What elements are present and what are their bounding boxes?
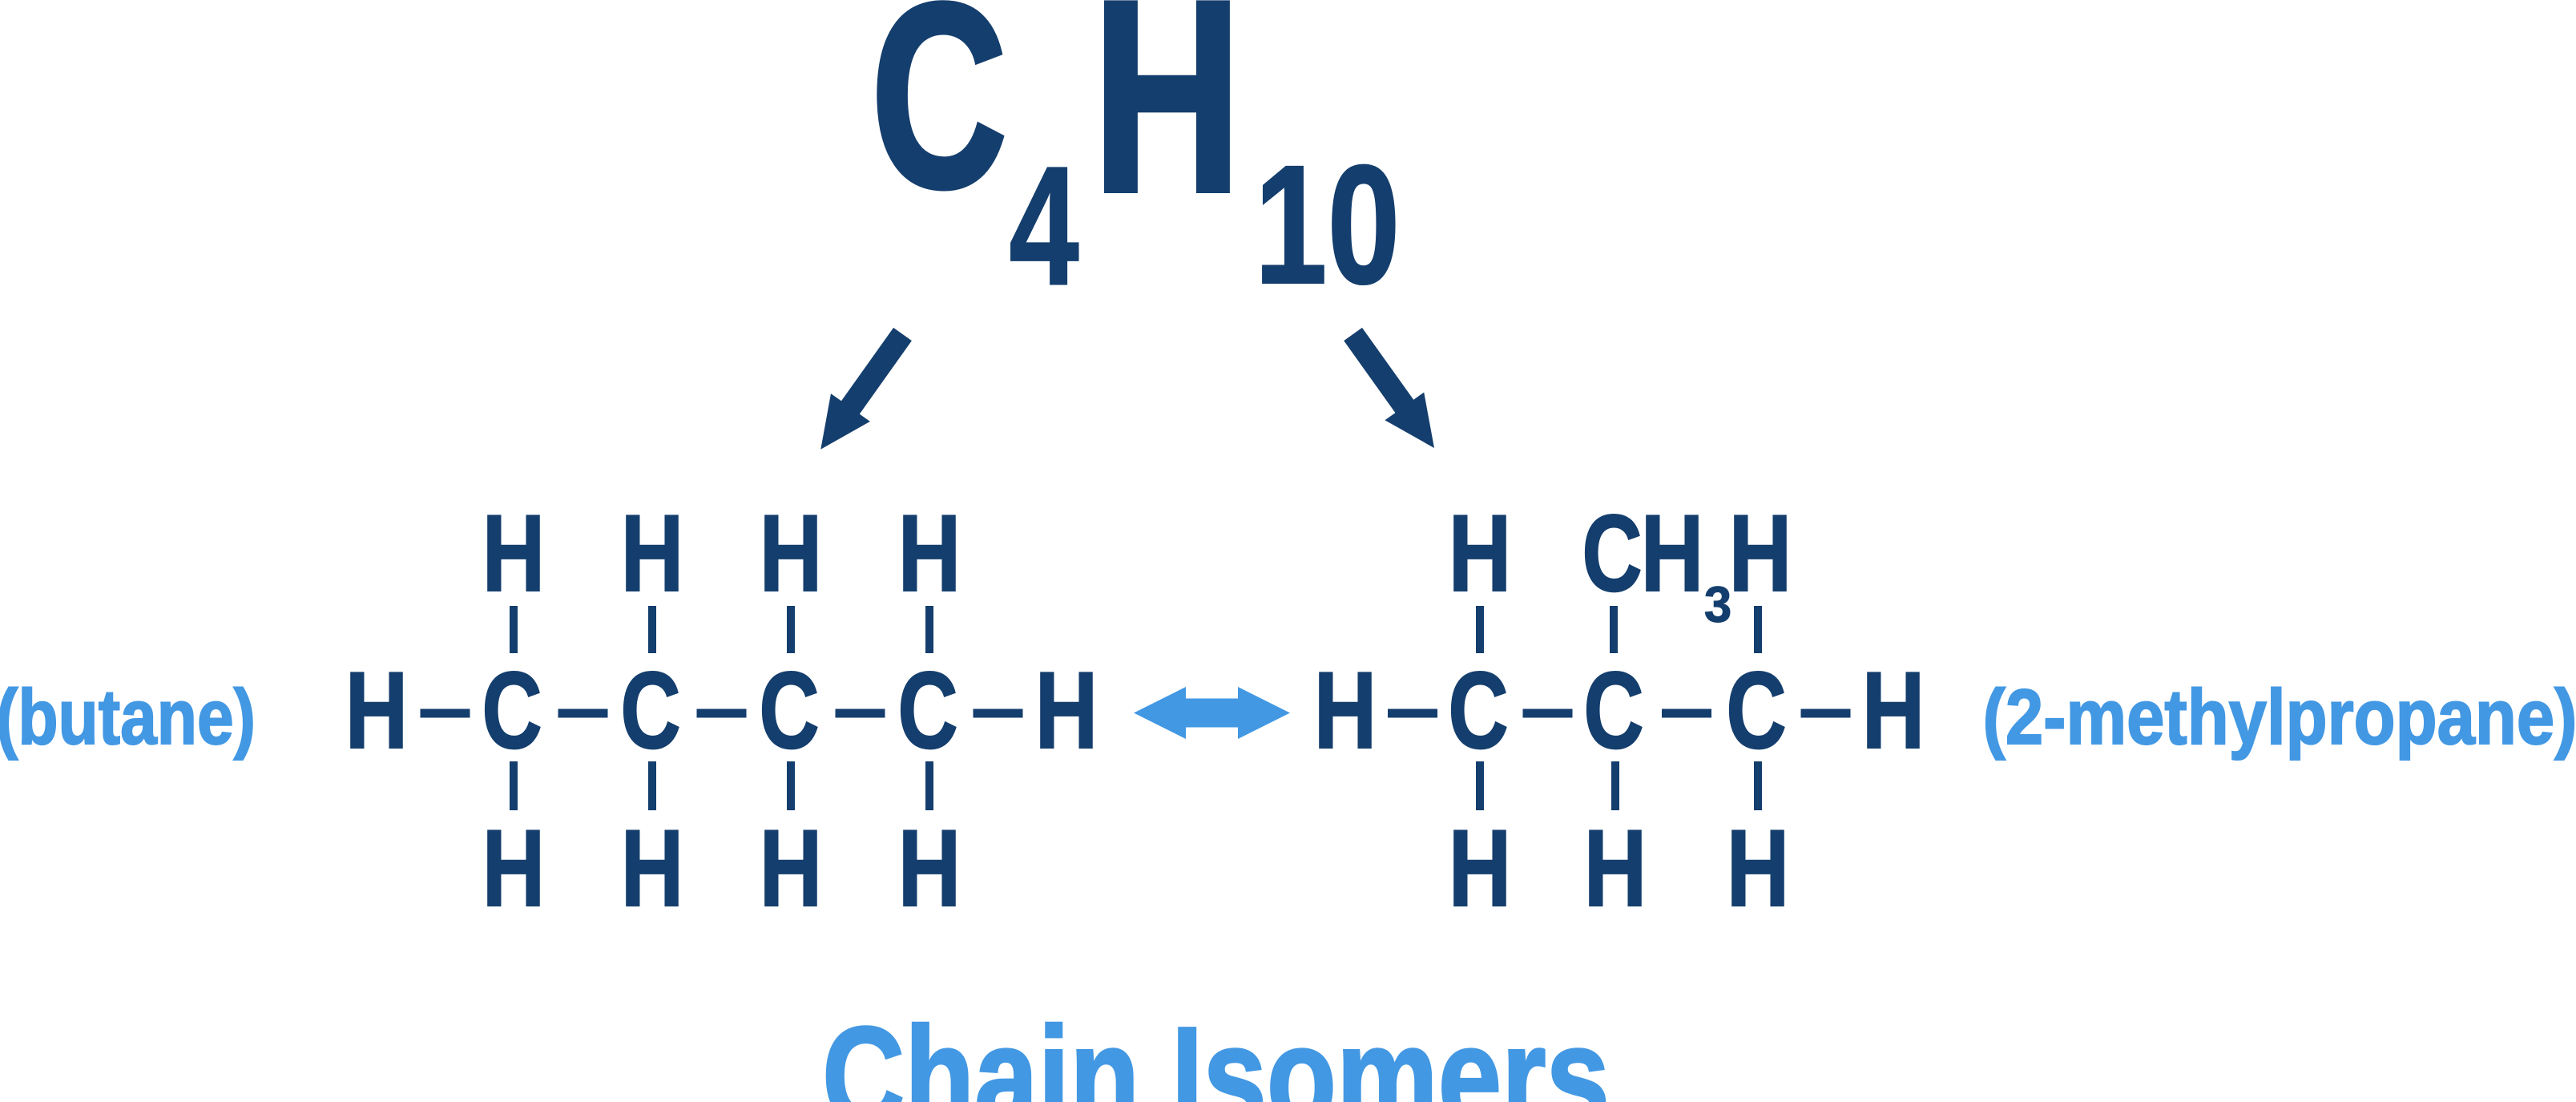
svg-text:Chain Isomers: Chain Isomers xyxy=(822,997,1610,1102)
svg-text:4: 4 xyxy=(1009,132,1078,321)
svg-text:H: H xyxy=(345,651,409,772)
svg-text:(2-methylpropane): (2-methylpropane) xyxy=(1983,674,2576,761)
svg-text:C: C xyxy=(1582,492,1642,615)
svg-text:C: C xyxy=(1448,649,1508,772)
svg-text:H: H xyxy=(898,494,961,615)
svg-text:H: H xyxy=(1641,494,1704,615)
svg-text:H: H xyxy=(482,494,546,615)
svg-text:3: 3 xyxy=(1704,577,1731,633)
svg-text:C: C xyxy=(897,649,957,772)
svg-text:H: H xyxy=(1449,494,1512,615)
svg-text:H: H xyxy=(621,809,684,930)
svg-text:(butane): (butane) xyxy=(0,675,256,761)
svg-text:H: H xyxy=(1584,809,1647,930)
svg-text:H: H xyxy=(1729,494,1792,615)
svg-text:H: H xyxy=(1035,651,1099,772)
svg-text:H: H xyxy=(1727,809,1790,930)
svg-text:H: H xyxy=(1092,0,1242,249)
svg-text:H: H xyxy=(482,809,546,930)
svg-text:H: H xyxy=(1314,651,1377,772)
svg-text:H: H xyxy=(898,809,961,930)
svg-text:H: H xyxy=(760,494,823,615)
svg-text:H: H xyxy=(1862,651,1925,772)
svg-text:C: C xyxy=(620,649,680,772)
svg-text:H: H xyxy=(621,494,684,615)
svg-text:C: C xyxy=(1726,649,1786,772)
svg-text:C: C xyxy=(1583,649,1643,772)
svg-text:C: C xyxy=(482,649,542,772)
svg-text:C: C xyxy=(759,649,819,772)
svg-text:C: C xyxy=(871,0,1007,242)
svg-text:H: H xyxy=(760,809,823,930)
svg-text:H: H xyxy=(1449,809,1512,930)
svg-text:10: 10 xyxy=(1255,131,1401,320)
